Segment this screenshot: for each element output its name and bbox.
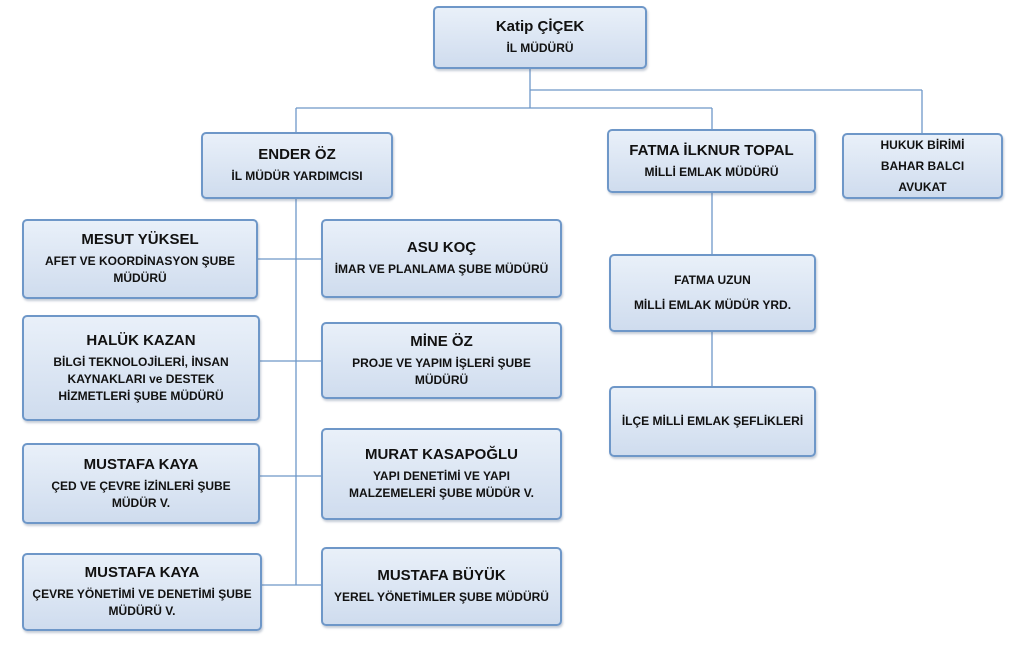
branch-left-4-title: ÇEVRE YÖNETİMİ VE DENETİMİ ŞUBE MÜDÜRÜ V…	[32, 587, 252, 618]
branch-left-1-name: MESUT YÜKSEL	[81, 231, 199, 248]
district-box: İLÇE MİLLİ EMLAK ŞEFLİKLERİ	[609, 386, 816, 457]
estate-deputy-box: FATMA UZUN MİLLİ EMLAK MÜDÜR YRD.	[609, 254, 816, 332]
estate-director-box: FATMA İLKNUR TOPAL MİLLİ EMLAK MÜDÜRÜ	[607, 129, 816, 193]
branch-left-2-name: HALÜK KAZAN	[86, 331, 196, 349]
branch-right-2-title: PROJE VE YAPIM İŞLERİ ŞUBE MÜDÜRÜ	[352, 355, 531, 387]
legal-name: BAHAR BALCI	[880, 158, 965, 173]
branch-left-2-title: BİLGİ TEKNOLOJİLERİ, İNSAN KAYNAKLARI ve…	[53, 354, 229, 403]
director-title: İL MÜDÜRÜ	[506, 41, 574, 55]
estate-deputy-name: FATMA UZUN	[674, 273, 751, 287]
branch-left-2: HALÜK KAZAN BİLGİ TEKNOLOJİLERİ, İNSAN K…	[22, 315, 260, 421]
branch-left-3-title: ÇED VE ÇEVRE İZİNLERİ ŞUBE MÜDÜR V.	[51, 478, 231, 510]
estate-deputy-title: MİLLİ EMLAK MÜDÜR YRD.	[633, 298, 792, 312]
branch-left-4-name: MUSTAFA KAYA	[84, 564, 200, 581]
branch-left-1-title: AFET VE KOORDİNASYON ŞUBE MÜDÜRÜ	[44, 254, 236, 285]
branch-right-2: MİNE ÖZ PROJE VE YAPIM İŞLERİ ŞUBE MÜDÜR…	[321, 322, 562, 399]
deputy-box: ENDER ÖZ İL MÜDÜR YARDIMCISI	[201, 132, 393, 199]
branch-left-1: MESUT YÜKSEL AFET VE KOORDİNASYON ŞUBE M…	[22, 219, 258, 299]
branch-right-3-title: YAPI DENETİMİ VE YAPI MALZEMELERİ ŞUBE M…	[349, 469, 534, 500]
deputy-title: İL MÜDÜR YARDIMCISI	[231, 169, 363, 183]
district-title: İLÇE MİLLİ EMLAK ŞEFLİKLERİ	[621, 414, 804, 428]
branch-right-4: MUSTAFA BÜYÜK YEREL YÖNETİMLER ŞUBE MÜDÜ…	[321, 547, 562, 626]
branch-right-4-title: YEREL YÖNETİMLER ŞUBE MÜDÜRÜ	[334, 590, 549, 604]
deputy-name: ENDER ÖZ	[258, 146, 336, 163]
estate-director-title: MİLLİ EMLAK MÜDÜRÜ	[644, 164, 779, 179]
director-box: Katip ÇİÇEK İL MÜDÜRÜ	[433, 6, 647, 69]
branch-right-1: ASU KOÇ İMAR VE PLANLAMA ŞUBE MÜDÜRÜ	[321, 219, 562, 298]
branch-right-2-name: MİNE ÖZ	[410, 332, 473, 350]
branch-left-3: MUSTAFA KAYA ÇED VE ÇEVRE İZİNLERİ ŞUBE …	[22, 443, 260, 524]
branch-right-3-name: MURAT KASAPOĞLU	[364, 446, 519, 463]
director-name: Katip ÇİÇEK	[495, 18, 585, 35]
branch-left-3-name: MUSTAFA KAYA	[83, 455, 199, 473]
branch-right-4-name: MUSTAFA BÜYÜK	[377, 567, 506, 584]
branch-right-3: MURAT KASAPOĞLU YAPI DENETİMİ VE YAPI MA…	[321, 428, 562, 520]
legal-unit: HUKUK BİRİMİ	[880, 137, 965, 152]
legal-title: AVUKAT	[898, 179, 947, 194]
branch-right-1-name: ASU KOÇ	[406, 239, 477, 256]
estate-director-name: FATMA İLKNUR TOPAL	[629, 141, 794, 159]
legal-box: HUKUK BİRİMİ BAHAR BALCI AVUKAT	[842, 133, 1003, 199]
branch-right-1-title: İMAR VE PLANLAMA ŞUBE MÜDÜRÜ	[334, 262, 549, 276]
branch-left-4: MUSTAFA KAYA ÇEVRE YÖNETİMİ VE DENETİMİ …	[22, 553, 262, 631]
